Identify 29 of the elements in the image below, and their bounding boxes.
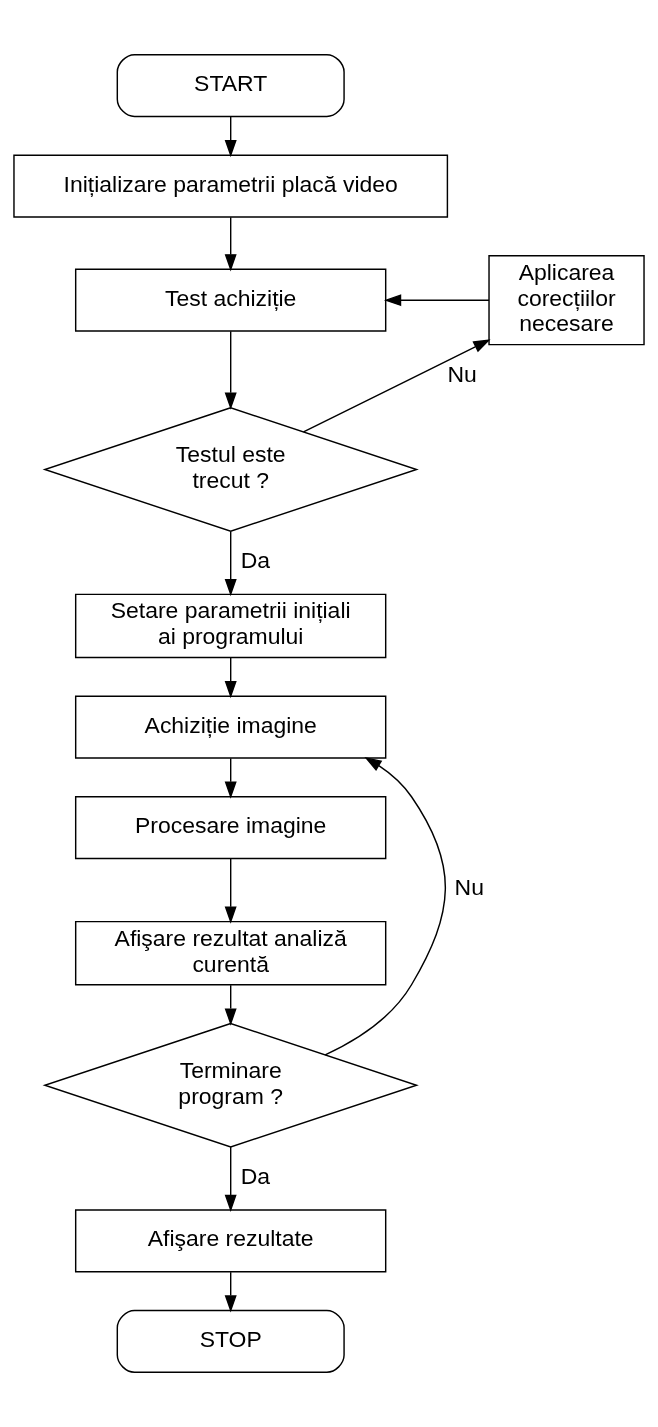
- node-box: Afişare rezultat analiză curentă: [74, 920, 387, 986]
- node-diamond: Terminare program ?: [42, 1022, 419, 1148]
- arrow: [224, 216, 237, 272]
- arrow: [224, 530, 237, 597]
- edge-label: Nu: [447, 360, 477, 387]
- node-box: START: [116, 54, 345, 118]
- node-box: Aplicarea corecțiilor necesare: [488, 254, 645, 346]
- arrow: [224, 984, 237, 1026]
- node-box: Procesare imagine: [74, 796, 387, 860]
- node-box: Inițializare parametrii placă video: [13, 154, 449, 218]
- arrow: [224, 858, 237, 924]
- edge-label: Da: [240, 547, 271, 574]
- arrow: [224, 1146, 237, 1212]
- arrow: [324, 757, 447, 1056]
- node-box: Achiziție imagine: [74, 695, 387, 759]
- arrow: [224, 757, 237, 799]
- edge-label: Da: [240, 1162, 271, 1189]
- node-box: Setare parametrii inițiali ai programului: [74, 593, 387, 659]
- node-box: STOP: [116, 1309, 345, 1373]
- arrow: [302, 339, 491, 433]
- edge-label: Nu: [454, 874, 484, 901]
- arrow: [224, 1271, 237, 1313]
- arrow: [224, 657, 237, 699]
- arrow: [383, 294, 490, 307]
- arrow: [224, 330, 237, 410]
- node-box: Afişare rezultate: [74, 1209, 387, 1273]
- node-diamond: Testul este trecut ?: [42, 407, 419, 532]
- arrow: [224, 116, 237, 158]
- node-box: Test achiziție: [74, 268, 387, 332]
